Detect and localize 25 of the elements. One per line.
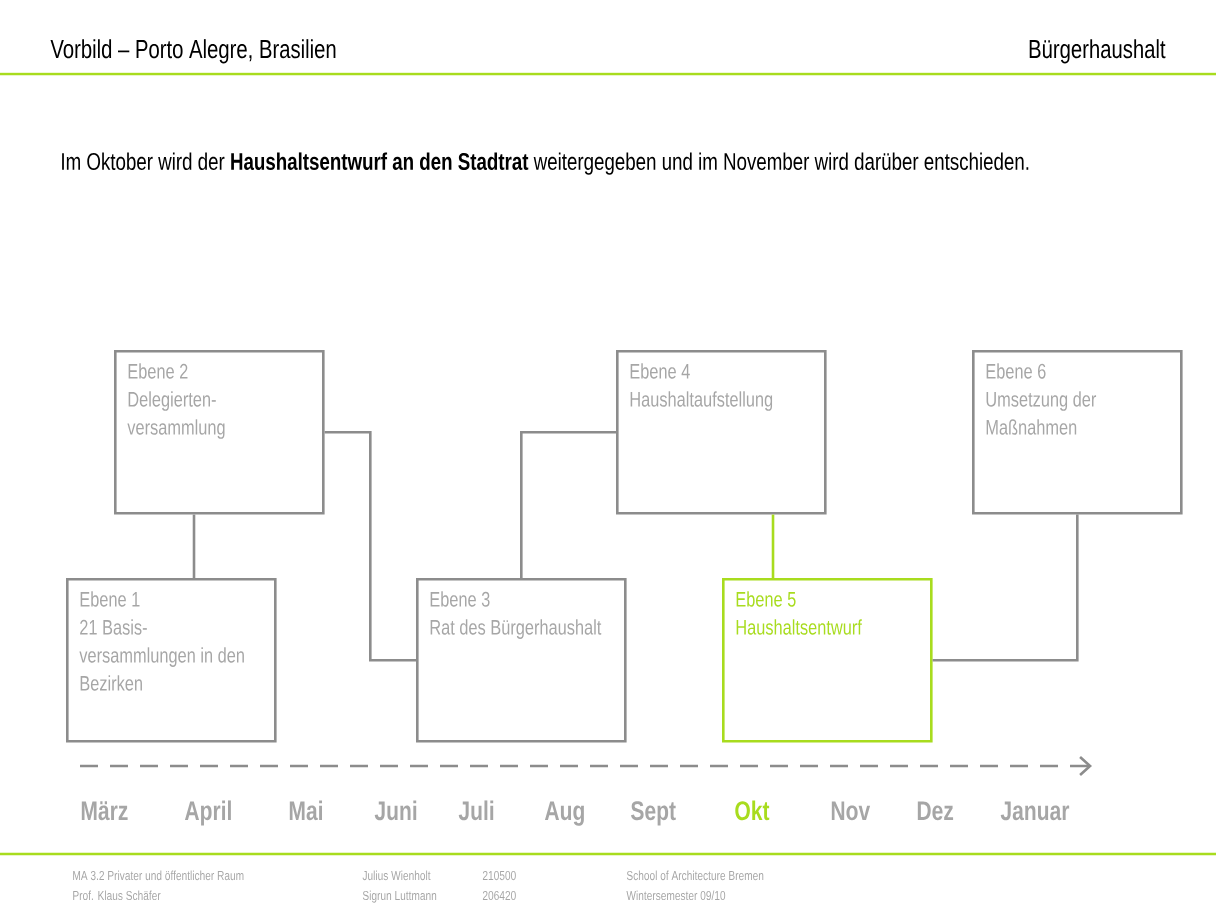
month-label: Januar (1000, 801, 1070, 821)
month-label: Juli (458, 800, 494, 821)
header-label: Bürgerhaushalt (1029, 39, 1166, 64)
month-label: Sept (631, 801, 676, 826)
process-box: Ebene 5 Haushaltsentwurf (722, 578, 933, 743)
month-label: Okt (735, 800, 770, 821)
page-title: Vorbild – Porto Alegre, Brasilien (50, 39, 336, 64)
process-box: Ebene 3 Rat des Bürgerhaushalt (416, 578, 627, 743)
connector-line (324, 431, 416, 662)
month-label: Aug (544, 801, 584, 826)
process-box: Ebene 1 21 Basis- versammlungen in den Bezirken (66, 578, 277, 743)
connector-line (192, 514, 196, 578)
process-box: Ebene 2 Delegierten- versammlung (114, 350, 325, 515)
month-label: April (184, 800, 231, 826)
connector-line (932, 514, 1079, 662)
connector-line (520, 431, 616, 578)
month-label: Mai (289, 800, 322, 821)
process-box: Ebene 4 Haushaltaufstellung (616, 350, 827, 515)
intro-paragraph: Im Oktober wird der Haushaltsentwurf an den Stadtrat weitergegeben und im November wird darüber entschieden. (62, 152, 1029, 175)
month-label: März (81, 801, 128, 821)
month-label: Dez (917, 801, 954, 821)
month-label: Juni (374, 800, 417, 821)
process-box: Ebene 6 Umsetzung der Maßnahmen (972, 350, 1183, 515)
connector-line (771, 514, 775, 578)
month-label: Nov (831, 801, 871, 821)
